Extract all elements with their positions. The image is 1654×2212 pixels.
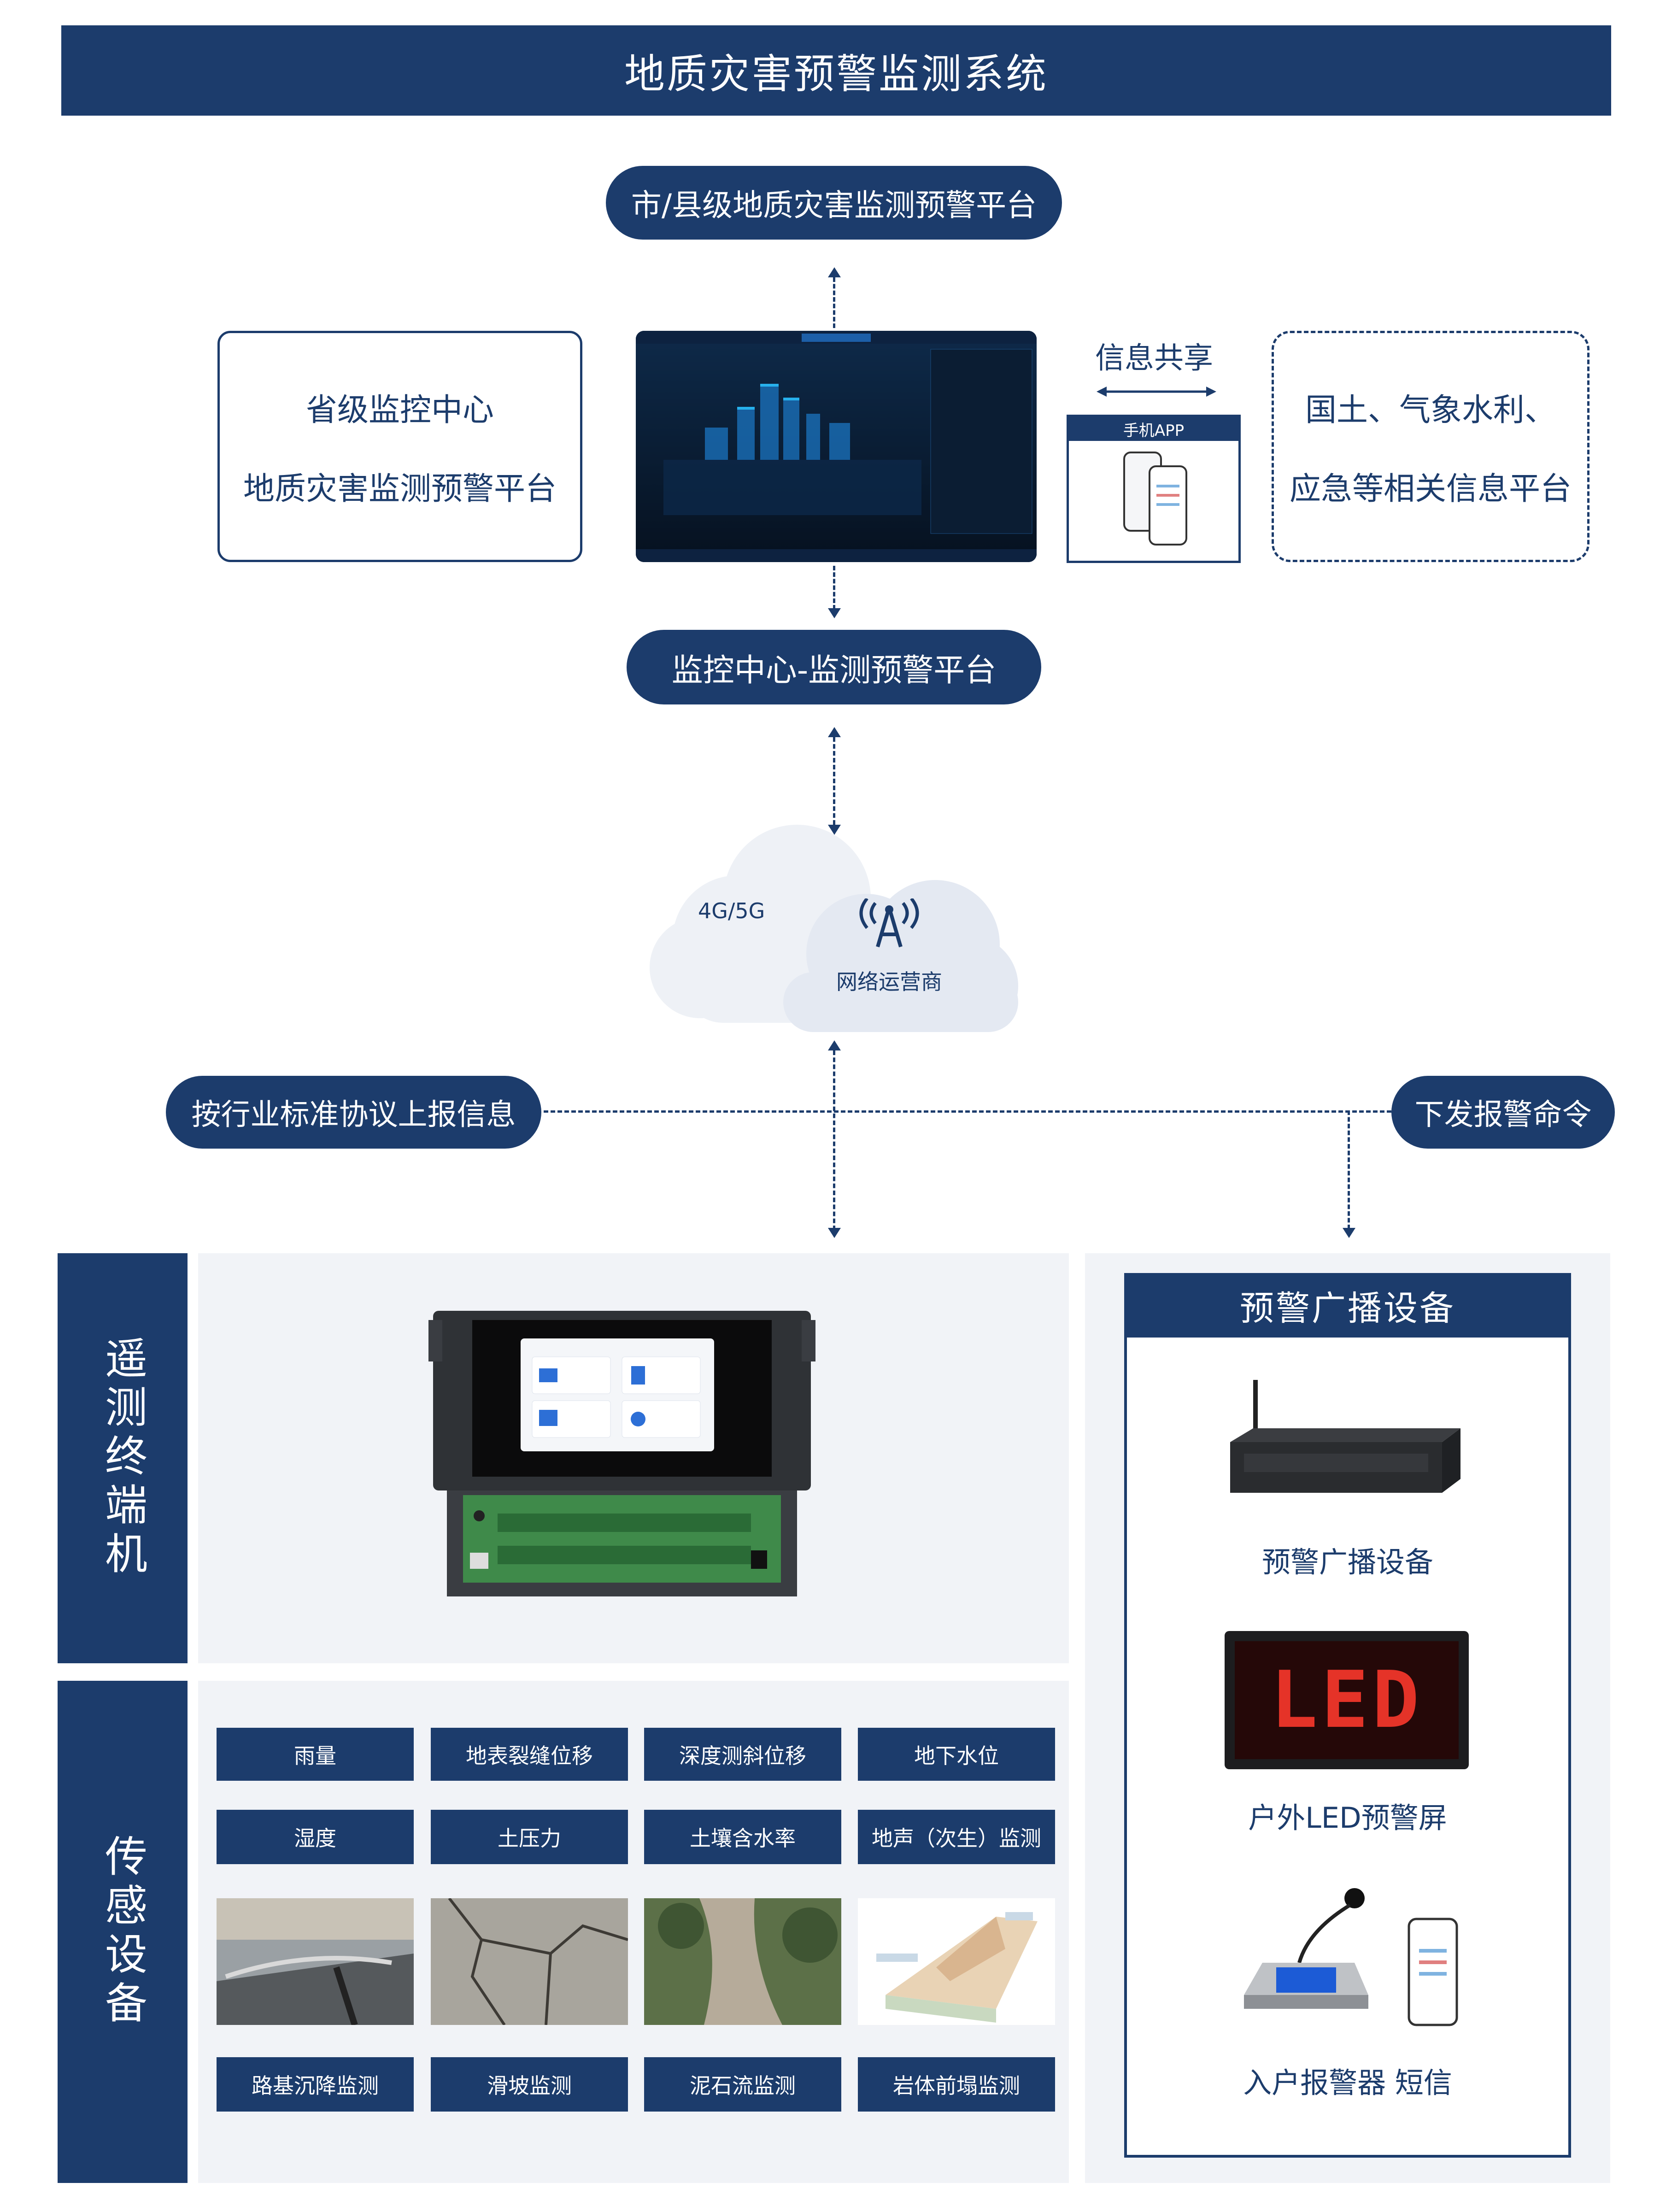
title-bar: 地质灾害预警监测系统 <box>61 25 1611 116</box>
report-line <box>544 1110 1391 1113</box>
connector-line <box>833 1050 835 1230</box>
antenna-icon <box>859 898 919 948</box>
command-pill: 下发报警命令 <box>1391 1076 1615 1149</box>
dashboard-illustration <box>636 331 1037 562</box>
indoor-alarm-device <box>1244 1888 1368 2009</box>
center-platform-pill: 监控中心-监测预警平台 <box>627 630 1041 704</box>
network-cloud <box>650 825 1018 1032</box>
debris-flow-photo <box>644 1898 841 2025</box>
app-card-header: 手机APP <box>1069 417 1238 441</box>
related-platform-box: 国土、气象水利、 应急等相关信息平台 <box>1272 331 1589 562</box>
led-text: LED <box>1270 1655 1423 1746</box>
report-pill: 按行业标准协议上报信息 <box>166 1076 541 1149</box>
sensor-ground-sound: 地声（次生）监测 <box>858 1810 1055 1864</box>
monitor-debris-flow: 泥石流监测 <box>644 2057 841 2112</box>
connector-line <box>833 566 835 610</box>
monitor-rock-collapse: 岩体前塌监测 <box>858 2057 1055 2112</box>
sensor-surface-crack: 地表裂缝位移 <box>431 1728 628 1781</box>
sensor-depth-incline: 深度测斜位移 <box>644 1728 841 1781</box>
app-card: 手机APP <box>1067 415 1241 563</box>
phone-icon <box>1123 452 1187 546</box>
led-screen-face: LED <box>1235 1641 1459 1759</box>
sensor-title-bar: 传感设备 <box>58 1681 188 2183</box>
broadcast-device <box>1230 1380 1460 1493</box>
sensor-soil-pressure: 土压力 <box>431 1810 628 1864</box>
telemetry-terminal-device <box>428 1311 815 1596</box>
sensor-rain: 雨量 <box>217 1728 414 1781</box>
connector-line <box>833 737 835 825</box>
connector-line <box>1348 1110 1350 1229</box>
terminal-title-bar: 遥测终端机 <box>58 1253 188 1663</box>
share-label: 信息共享 <box>1095 341 1213 376</box>
arrow-down-icon <box>828 825 841 835</box>
arrow-up-icon <box>828 727 841 737</box>
sms-phone-icon <box>1408 1918 1458 2026</box>
rock-collapse-diagram <box>858 1898 1055 2025</box>
provincial-center-box: 省级监控中心 地质灾害监测预警平台 <box>217 331 582 562</box>
monitor-landslide: 滑坡监测 <box>431 2057 628 2112</box>
arrow-up-icon <box>828 267 841 277</box>
sensor-soil-moisture: 土壤含水率 <box>644 1810 841 1864</box>
dashboard-screen <box>636 331 1037 562</box>
bidirectional-arrow-icon <box>1097 387 1216 397</box>
device-label-broadcast: 预警广播设备 <box>1261 1545 1433 1579</box>
cloud-label-4g5g: 4G/5G <box>698 898 765 923</box>
monitor-roadbed: 路基沉降监测 <box>217 2057 414 2112</box>
arrow-down-icon <box>828 608 841 618</box>
page-title: 地质灾害预警监测系统 <box>624 50 1048 98</box>
device-label-led: 户外LED预警屏 <box>1248 1801 1447 1835</box>
device-label-alarm: 入户报警器 短信 <box>1243 2066 1452 2100</box>
top-platform-pill: 市/县级地质灾害监测预警平台 <box>606 166 1062 240</box>
sensor-humidity: 湿度 <box>217 1810 414 1864</box>
connector-line <box>833 277 835 328</box>
landslide-crack-photo <box>431 1898 628 2025</box>
warning-header: 预警广播设备 <box>1124 1273 1571 1338</box>
arrow-down-icon <box>828 1228 841 1238</box>
sensor-groundwater: 地下水位 <box>858 1728 1055 1781</box>
arrow-down-icon <box>1343 1228 1355 1238</box>
roadbed-settlement-photo <box>217 1898 414 2025</box>
arrow-up-icon <box>828 1040 841 1050</box>
led-screen: LED <box>1225 1631 1469 1769</box>
cloud-label-operator: 网络运营商 <box>836 969 942 994</box>
